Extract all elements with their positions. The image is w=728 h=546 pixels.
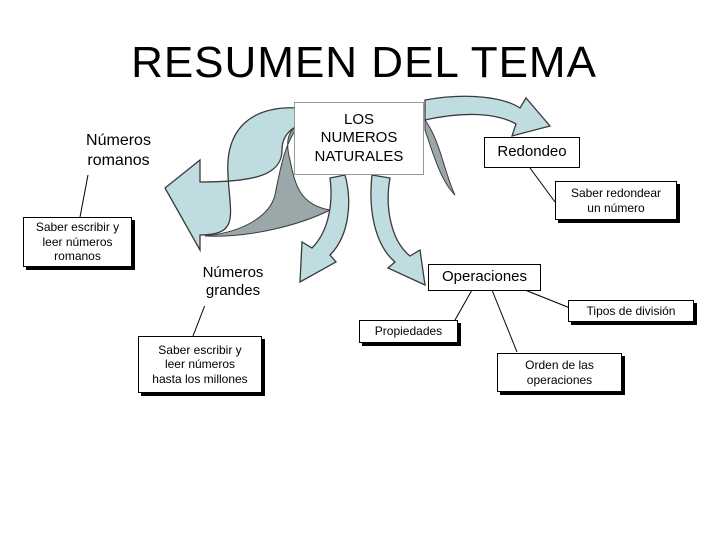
node-grandes-label: Números grandes xyxy=(202,263,264,299)
node-operaciones-label: Operaciones xyxy=(441,268,528,286)
detail-propiedades: Propiedades xyxy=(359,320,458,343)
line-op-tipos xyxy=(524,289,576,311)
line-op-propiedades xyxy=(454,289,473,321)
detail-redondear-label: Saber redondear un número xyxy=(570,185,662,215)
detail-grandes-leer-label: Saber escribir y leer números hasta los … xyxy=(152,342,248,386)
detail-tipos-division: Tipos de división xyxy=(568,300,694,322)
line-romanos-detail xyxy=(79,174,89,218)
arrow-to-grandes xyxy=(299,174,350,284)
page-title: RESUMEN DEL TEMA xyxy=(131,38,597,87)
node-romanos-label: Números romanos xyxy=(86,132,151,169)
node-romanos: Números romanos xyxy=(68,127,169,175)
detail-redondear: Saber redondear un número xyxy=(555,181,677,220)
node-grandes: Números grandes xyxy=(183,258,283,306)
node-redondeo: Redondeo xyxy=(484,137,580,168)
detail-grandes-leer: Saber escribir y leer números hasta los … xyxy=(138,336,262,393)
detail-romanos-leer-label: Saber escribir y leer números romanos xyxy=(35,220,120,264)
arrow-to-redondeo xyxy=(424,95,552,137)
node-center: LOS NUMEROS NATURALES xyxy=(294,102,424,175)
line-grandes-detail xyxy=(192,304,206,337)
node-redondeo-label: Redondeo xyxy=(497,143,567,161)
arrow-to-romanos xyxy=(164,107,301,253)
arrow-to-redondeo-shade xyxy=(424,118,456,196)
detail-romanos-leer: Saber escribir y leer números romanos xyxy=(23,217,132,267)
detail-orden-label: Orden de las operaciones xyxy=(525,357,594,387)
line-redondeo-detail xyxy=(529,167,556,203)
detail-propiedades-label: Propiedades xyxy=(374,324,443,339)
detail-orden: Orden de las operaciones xyxy=(497,353,622,392)
node-operaciones: Operaciones xyxy=(428,264,541,291)
arrow-to-romanos-shade xyxy=(204,124,332,237)
arrow-to-operaciones xyxy=(370,174,426,287)
detail-tipos-division-label: Tipos de división xyxy=(586,303,676,318)
line-op-orden xyxy=(491,289,518,353)
node-center-label: LOS NUMEROS NATURALES xyxy=(314,111,404,165)
